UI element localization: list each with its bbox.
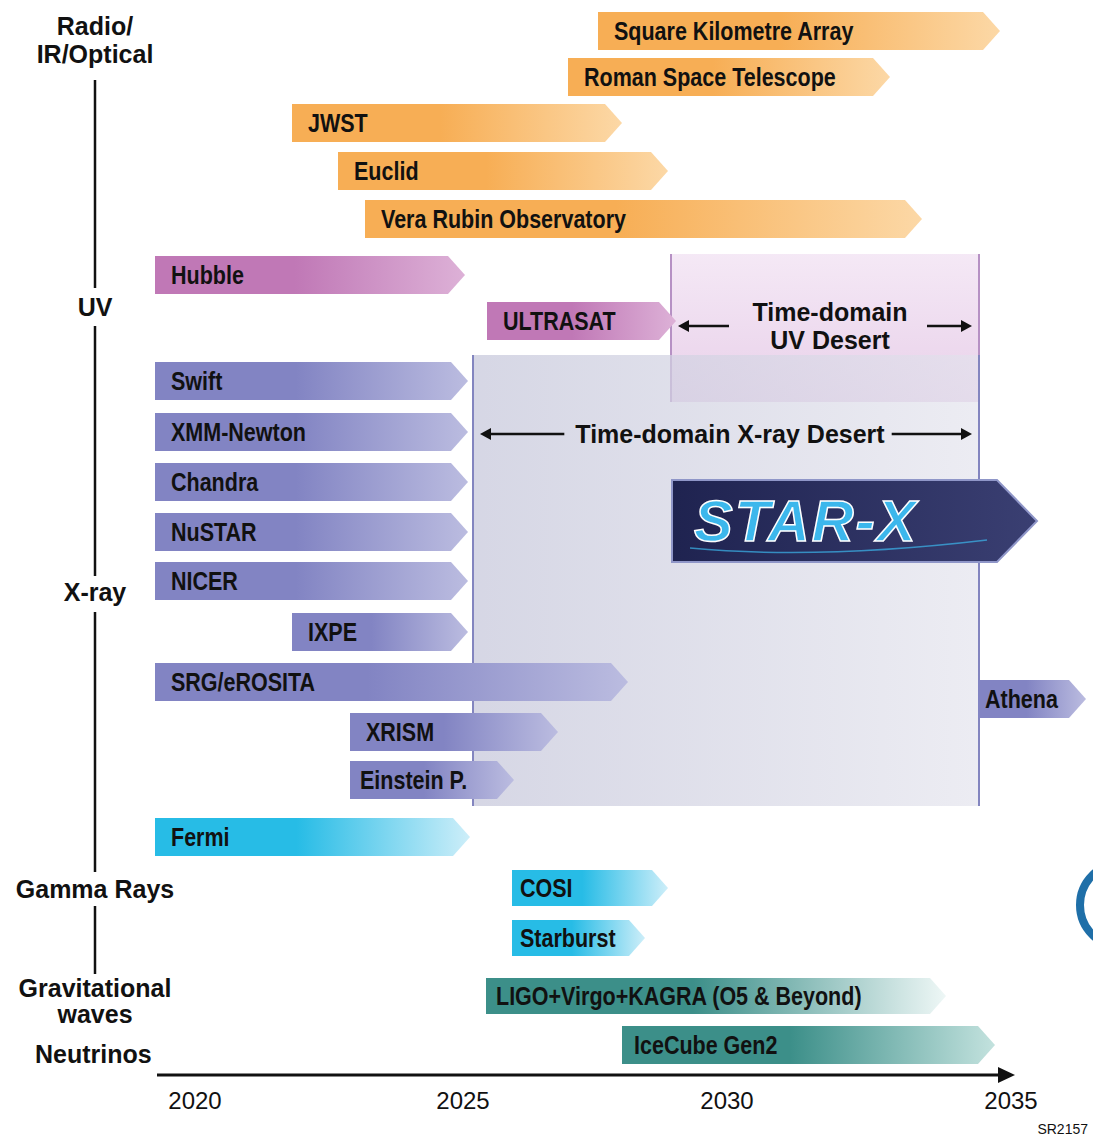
mission-bar: ULTRASAT: [487, 302, 676, 340]
mission-name: XMM-Newton: [171, 413, 306, 451]
band-category: Neutrinos: [35, 1040, 175, 1068]
mission-logo: STAR-X: [672, 480, 1037, 562]
span-arrow: [480, 428, 564, 440]
mission-name: LIGO+Virgo+KAGRA (O5 & Beyond): [496, 978, 862, 1014]
mission-bar: JWST: [292, 104, 622, 142]
mission-name: Vera Rubin Observatory: [381, 200, 626, 238]
time-axis: [157, 1074, 1000, 1077]
mission-bar: Hubble: [155, 256, 465, 294]
mission-bar: Athena: [978, 680, 1086, 718]
year-label: 2030: [692, 1088, 762, 1115]
mission-name: Athena: [985, 680, 1058, 718]
mission-name: Starburst: [520, 920, 616, 956]
year-label: 2020: [160, 1088, 230, 1115]
figure-id: SR2157: [1030, 1122, 1088, 1138]
mission-bar: XRISM: [350, 713, 558, 751]
band-title: Time-domain X-ray Desert: [575, 420, 884, 448]
span-arrow: [892, 428, 972, 440]
mission-bar: Euclid: [338, 152, 668, 190]
mission-name: ULTRASAT: [503, 302, 616, 340]
mission-name: Swift: [171, 362, 222, 400]
mission-bar: NICER: [155, 562, 468, 600]
mission-bar: Vera Rubin Observatory: [365, 200, 922, 238]
logo-fragment: [1080, 863, 1093, 947]
mission-bar: Fermi: [155, 818, 470, 856]
time-axis-head: [998, 1067, 1015, 1083]
mission-bar: Roman Space Telescope: [568, 58, 890, 96]
mission-name: NICER: [171, 562, 238, 600]
category-axis: [94, 80, 97, 974]
mission-name: COSI: [520, 870, 573, 906]
band-category: Radio/ IR/Optical: [20, 12, 170, 68]
span-arrow: [927, 320, 972, 332]
band-category: Gamma Rays: [5, 875, 185, 903]
year-label: 2025: [428, 1088, 498, 1115]
mission-name: Fermi: [171, 818, 230, 856]
year-label: 2035: [976, 1088, 1046, 1115]
mission-name: IceCube Gen2: [634, 1026, 777, 1064]
mission-bar: Swift: [155, 362, 468, 400]
mission-bar: Square Kilometre Array: [598, 12, 1000, 50]
mission-bar: LIGO+Virgo+KAGRA (O5 & Beyond): [486, 978, 946, 1014]
mission-name: Einstein P.: [360, 761, 467, 799]
mission-name: XRISM: [366, 713, 434, 751]
mission-bar: XMM-Newton: [155, 413, 468, 451]
logo-text: STAR-X: [694, 480, 918, 562]
mission-name: Euclid: [354, 152, 419, 190]
mission-name: Chandra: [171, 463, 258, 501]
mission-name: Roman Space Telescope: [584, 58, 836, 96]
band-category: X-ray: [45, 578, 145, 606]
mission-bar: IceCube Gen2: [622, 1026, 995, 1064]
band-category: Gravitational waves: [5, 975, 185, 1028]
mission-name: SRG/eROSITA: [171, 663, 315, 701]
mission-bar: Einstein P.: [350, 761, 514, 799]
band-title: Time-domain UV Desert: [740, 298, 920, 354]
mission-name: Hubble: [171, 256, 244, 294]
mission-bar: NuSTAR: [155, 513, 468, 551]
mission-name: IXPE: [308, 613, 357, 651]
span-arrow: [678, 320, 729, 332]
mission-name: JWST: [308, 104, 368, 142]
mission-name: NuSTAR: [171, 513, 257, 551]
mission-bar: IXPE: [292, 613, 468, 651]
mission-bar: Chandra: [155, 463, 468, 501]
mission-name: Square Kilometre Array: [614, 12, 853, 50]
mission-bar: COSI: [512, 870, 668, 906]
band-category: UV: [55, 293, 135, 321]
mission-bar: SRG/eROSITA: [155, 663, 628, 701]
mission-bar: Starburst: [512, 920, 645, 956]
